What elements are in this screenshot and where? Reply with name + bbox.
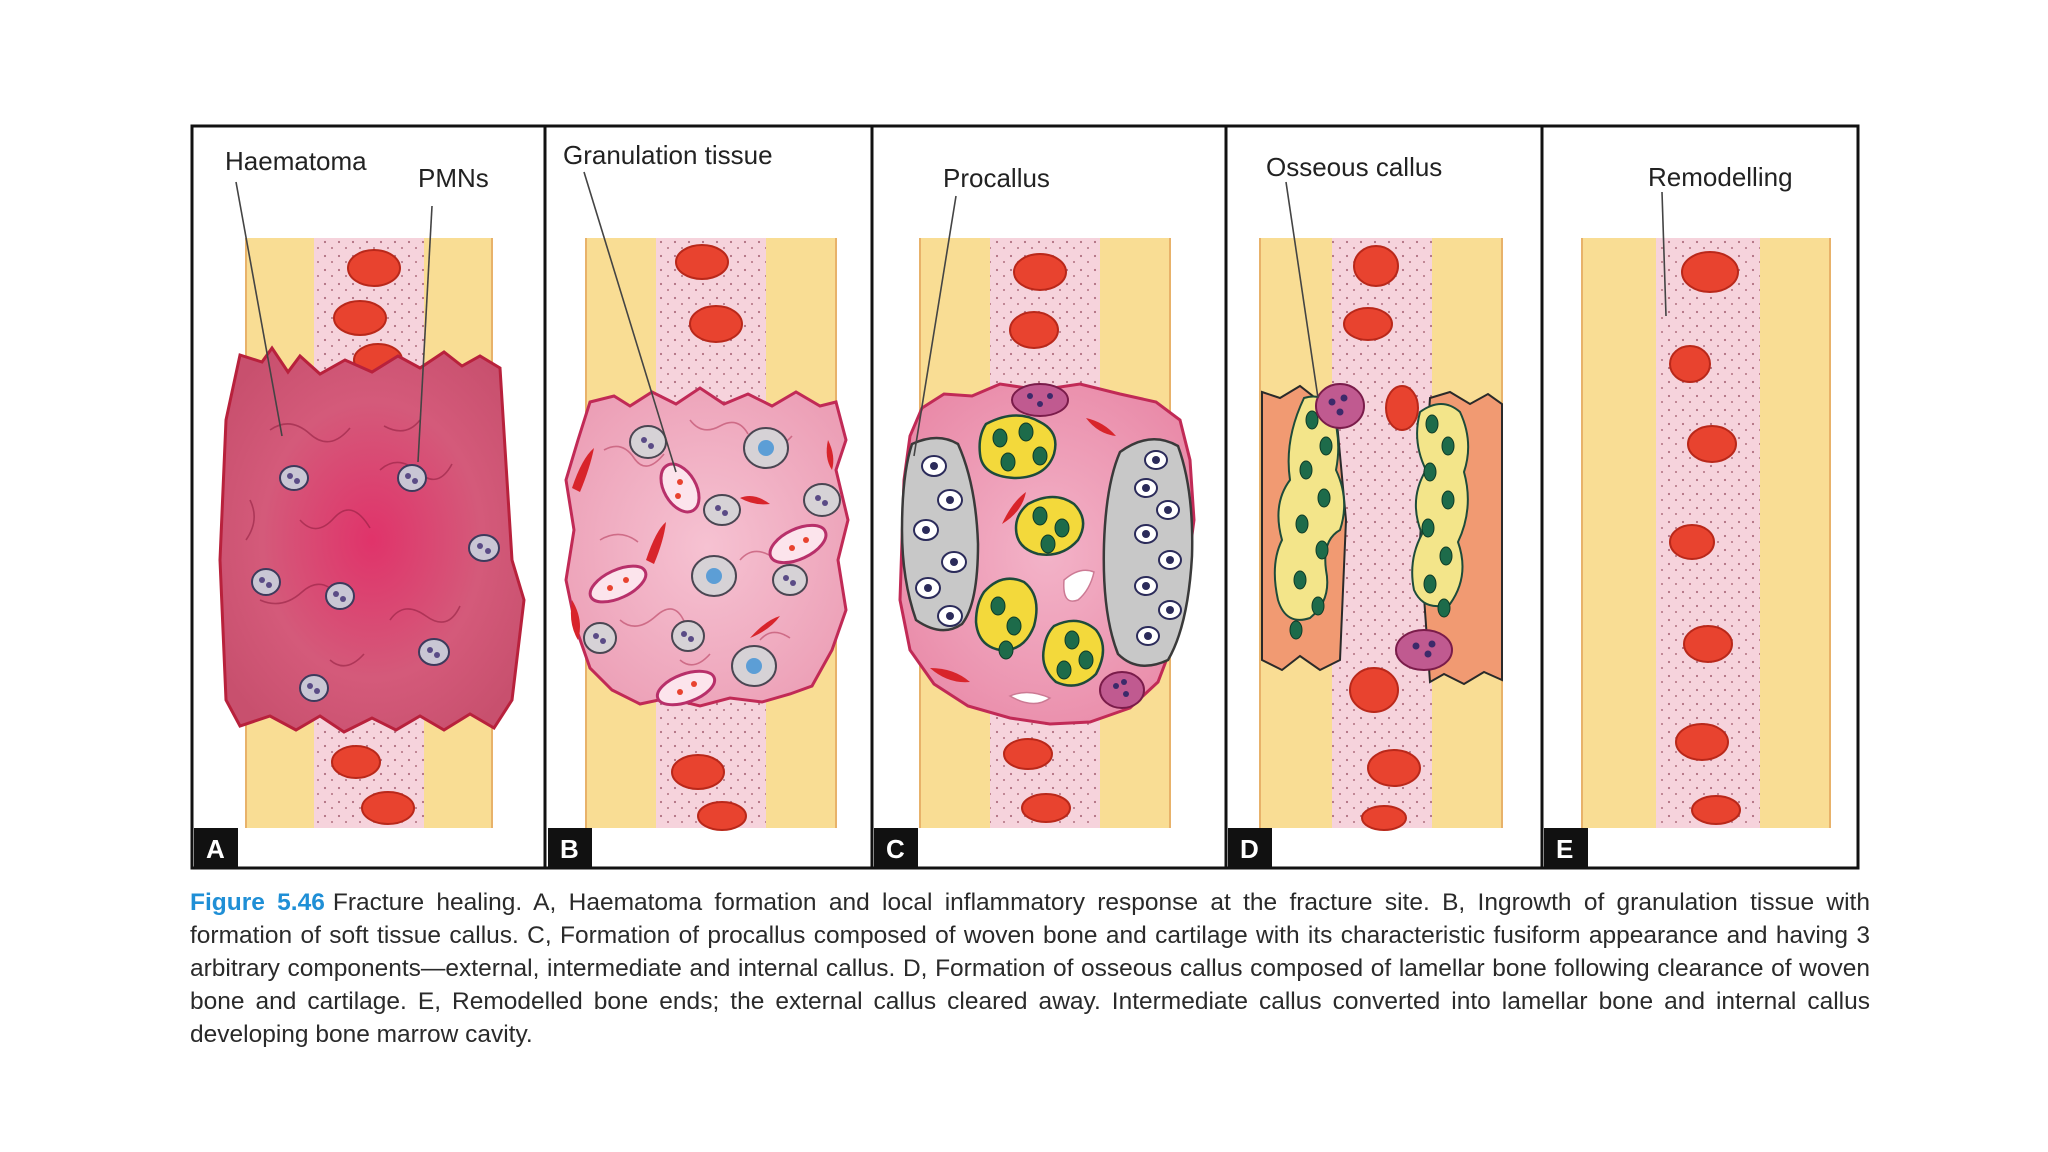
leader-line — [1661, 191, 1667, 317]
panel-tag-d-bg — [1228, 828, 1272, 868]
fibroblasts — [930, 418, 1116, 683]
panel-tag-e: E — [1556, 834, 1573, 864]
leader-line — [235, 181, 283, 437]
panel-tag-d: D — [1240, 834, 1259, 864]
osteoblasts — [990, 422, 1094, 680]
label-remodelling: Remodelling — [1648, 162, 1793, 192]
figure-number: Figure 5.46 — [190, 889, 325, 916]
macrophages — [583, 425, 841, 687]
capillary-rbcs — [607, 479, 809, 695]
panel-e: Remodelling E — [1544, 162, 1831, 868]
rbc-group — [1669, 251, 1741, 825]
panel-tag-c-bg — [874, 828, 918, 868]
marrow-space — [1008, 691, 1052, 705]
leader-line — [913, 195, 957, 457]
leader-line — [583, 171, 677, 473]
panel-d: Osseous callus D — [1228, 152, 1503, 868]
chondrocytes-left — [913, 455, 967, 627]
caption-text: Fracture healing. A, Haematoma formation… — [190, 889, 1870, 1048]
panel-c: Procallus C — [874, 163, 1196, 868]
rbc-group — [671, 244, 747, 831]
panel-tag-b-bg — [548, 828, 592, 868]
rbc-group — [1343, 245, 1421, 831]
panel-tag-a: A — [206, 834, 225, 864]
label-osseous-callus: Osseous callus — [1266, 152, 1442, 182]
fibroblasts — [570, 440, 834, 640]
leader-line — [417, 205, 433, 463]
label-pmns: PMNs — [418, 163, 489, 193]
panel-tag-c: C — [886, 834, 905, 864]
woven-bone-trabeculae — [974, 414, 1105, 687]
label-haematoma: Haematoma — [225, 146, 367, 176]
osteoclasts — [1011, 383, 1145, 709]
panel-b: Granulation tissue B — [548, 140, 850, 868]
pmn-cells — [251, 464, 500, 702]
leader-line — [1285, 181, 1319, 399]
capillaries — [588, 462, 828, 707]
panel-tag-a-bg — [194, 828, 238, 868]
chondrocytes-right — [1134, 450, 1182, 646]
marrow-space — [1063, 569, 1095, 602]
cortex-left — [1582, 238, 1656, 828]
label-granulation-tissue: Granulation tissue — [563, 140, 773, 170]
woven-bone-right — [1411, 403, 1470, 608]
rbc-group — [1003, 253, 1071, 823]
figure-frame — [190, 124, 1860, 870]
label-procallus: Procallus — [943, 163, 1050, 193]
cortex-right — [1760, 238, 1830, 828]
panel-tag-e-bg — [1544, 828, 1588, 868]
osteocytes — [1289, 410, 1455, 640]
panel-a: Haematoma PMNs A — [194, 146, 526, 868]
haematoma — [218, 345, 526, 734]
osteoclasts — [1315, 383, 1453, 671]
panel-tag-b: B — [560, 834, 579, 864]
